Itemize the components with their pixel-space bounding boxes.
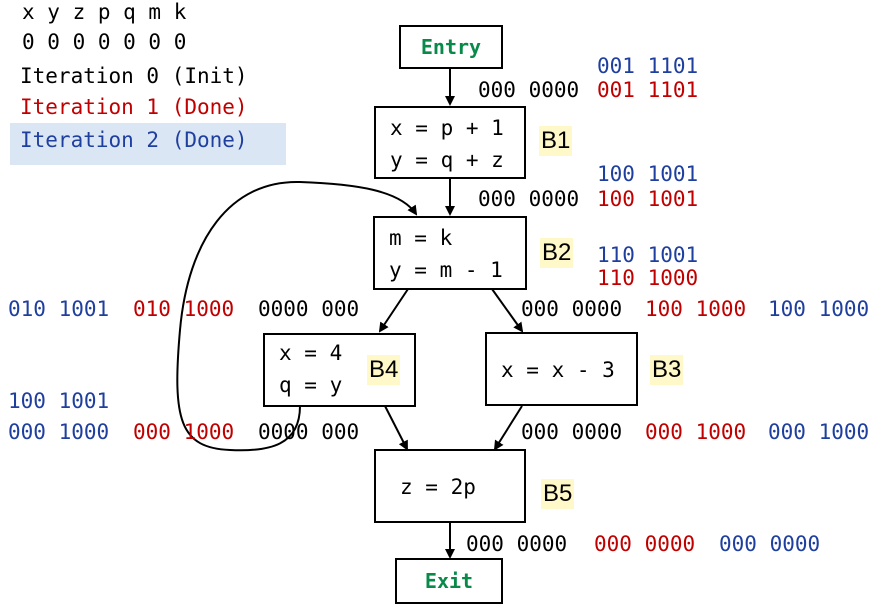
b5-exit-iter2: 000 0000 — [719, 532, 821, 556]
b2-out-iter2: 110 1001 — [597, 243, 699, 267]
b3-tag: B3 — [650, 355, 684, 385]
b1-b2-iter2: 100 1001 — [597, 162, 699, 186]
legend-iteration-2: Iteration 2 (Done) — [20, 128, 248, 152]
edge-b2-b3 — [491, 288, 524, 333]
legend-vars: x y z p q m k — [22, 0, 187, 24]
block-b3: x = x - 3 — [485, 332, 638, 406]
legend-iteration-0: Iteration 0 (Init) — [20, 64, 248, 88]
block-b5: z = 2p — [374, 449, 526, 523]
b5-exit-iter1: 000 0000 — [594, 532, 696, 556]
legend-iteration-1: Iteration 1 (Done) — [20, 95, 248, 119]
legend-highlight — [10, 123, 286, 165]
b4-b5-iter1: 000 1000 — [133, 420, 235, 444]
b1-tag: B1 — [539, 126, 573, 156]
b5-exit-iter0: 000 0000 — [466, 532, 568, 556]
block-b2: m = k y = m - 1 — [373, 216, 527, 290]
entry-node: Entry — [399, 25, 503, 69]
b4-in-iter2: 100 1001 — [8, 389, 110, 413]
b3-b5-iter0: 000 0000 — [521, 420, 623, 444]
b2-line2: y = m - 1 — [389, 258, 503, 282]
exit-node: Exit — [395, 558, 503, 604]
entry-b1-iter2: 001 1101 — [597, 54, 699, 78]
b2-out-iter1: 110 1000 — [597, 266, 699, 290]
b2-tag: B2 — [540, 238, 574, 268]
edge-b3-b5 — [493, 405, 523, 451]
b3-b5-iter1: 000 1000 — [645, 420, 747, 444]
b1-line2: y = q + z — [390, 148, 504, 172]
legend-init-bits: 0 0 0 0 0 0 0 — [22, 30, 187, 54]
b2-b3-iter2: 100 1000 — [768, 297, 870, 321]
edge-b4-b2-loop — [176, 180, 418, 452]
b2-b3-iter0: 000 0000 — [521, 297, 623, 321]
b3-b5-iter2: 000 1000 — [768, 420, 870, 444]
b4-line2: q = y — [279, 373, 343, 397]
edge-b4-b5 — [384, 405, 408, 451]
b5-tag: B5 — [541, 479, 575, 509]
b4-line1: x = 4 — [279, 341, 343, 365]
b2-line1: m = k — [389, 226, 453, 250]
b4-b5-iter0: 0000 000 — [258, 420, 360, 444]
b2-b4-iter2: 010 1001 — [8, 297, 110, 321]
entry-b1-iter1: 001 1101 — [597, 78, 699, 102]
b1-line1: x = p + 1 — [390, 116, 504, 140]
edge-b2-b4 — [378, 288, 409, 333]
entry-b1-iter0: 000 0000 — [478, 78, 580, 102]
b1-b2-iter1: 100 1001 — [597, 187, 699, 211]
b4-tag: B4 — [367, 355, 401, 385]
b2-b4-iter0: 0000 000 — [258, 297, 360, 321]
b4-b5-iter2: 000 1000 — [8, 420, 110, 444]
b5-line1: z = 2p — [400, 475, 476, 499]
block-b1: x = p + 1 y = q + z — [374, 106, 526, 179]
b2-b4-iter1: 010 1000 — [133, 297, 235, 321]
b3-line1: x = x - 3 — [501, 358, 615, 382]
b2-b3-iter1: 100 1000 — [645, 297, 747, 321]
b1-b2-iter0: 000 0000 — [478, 187, 580, 211]
